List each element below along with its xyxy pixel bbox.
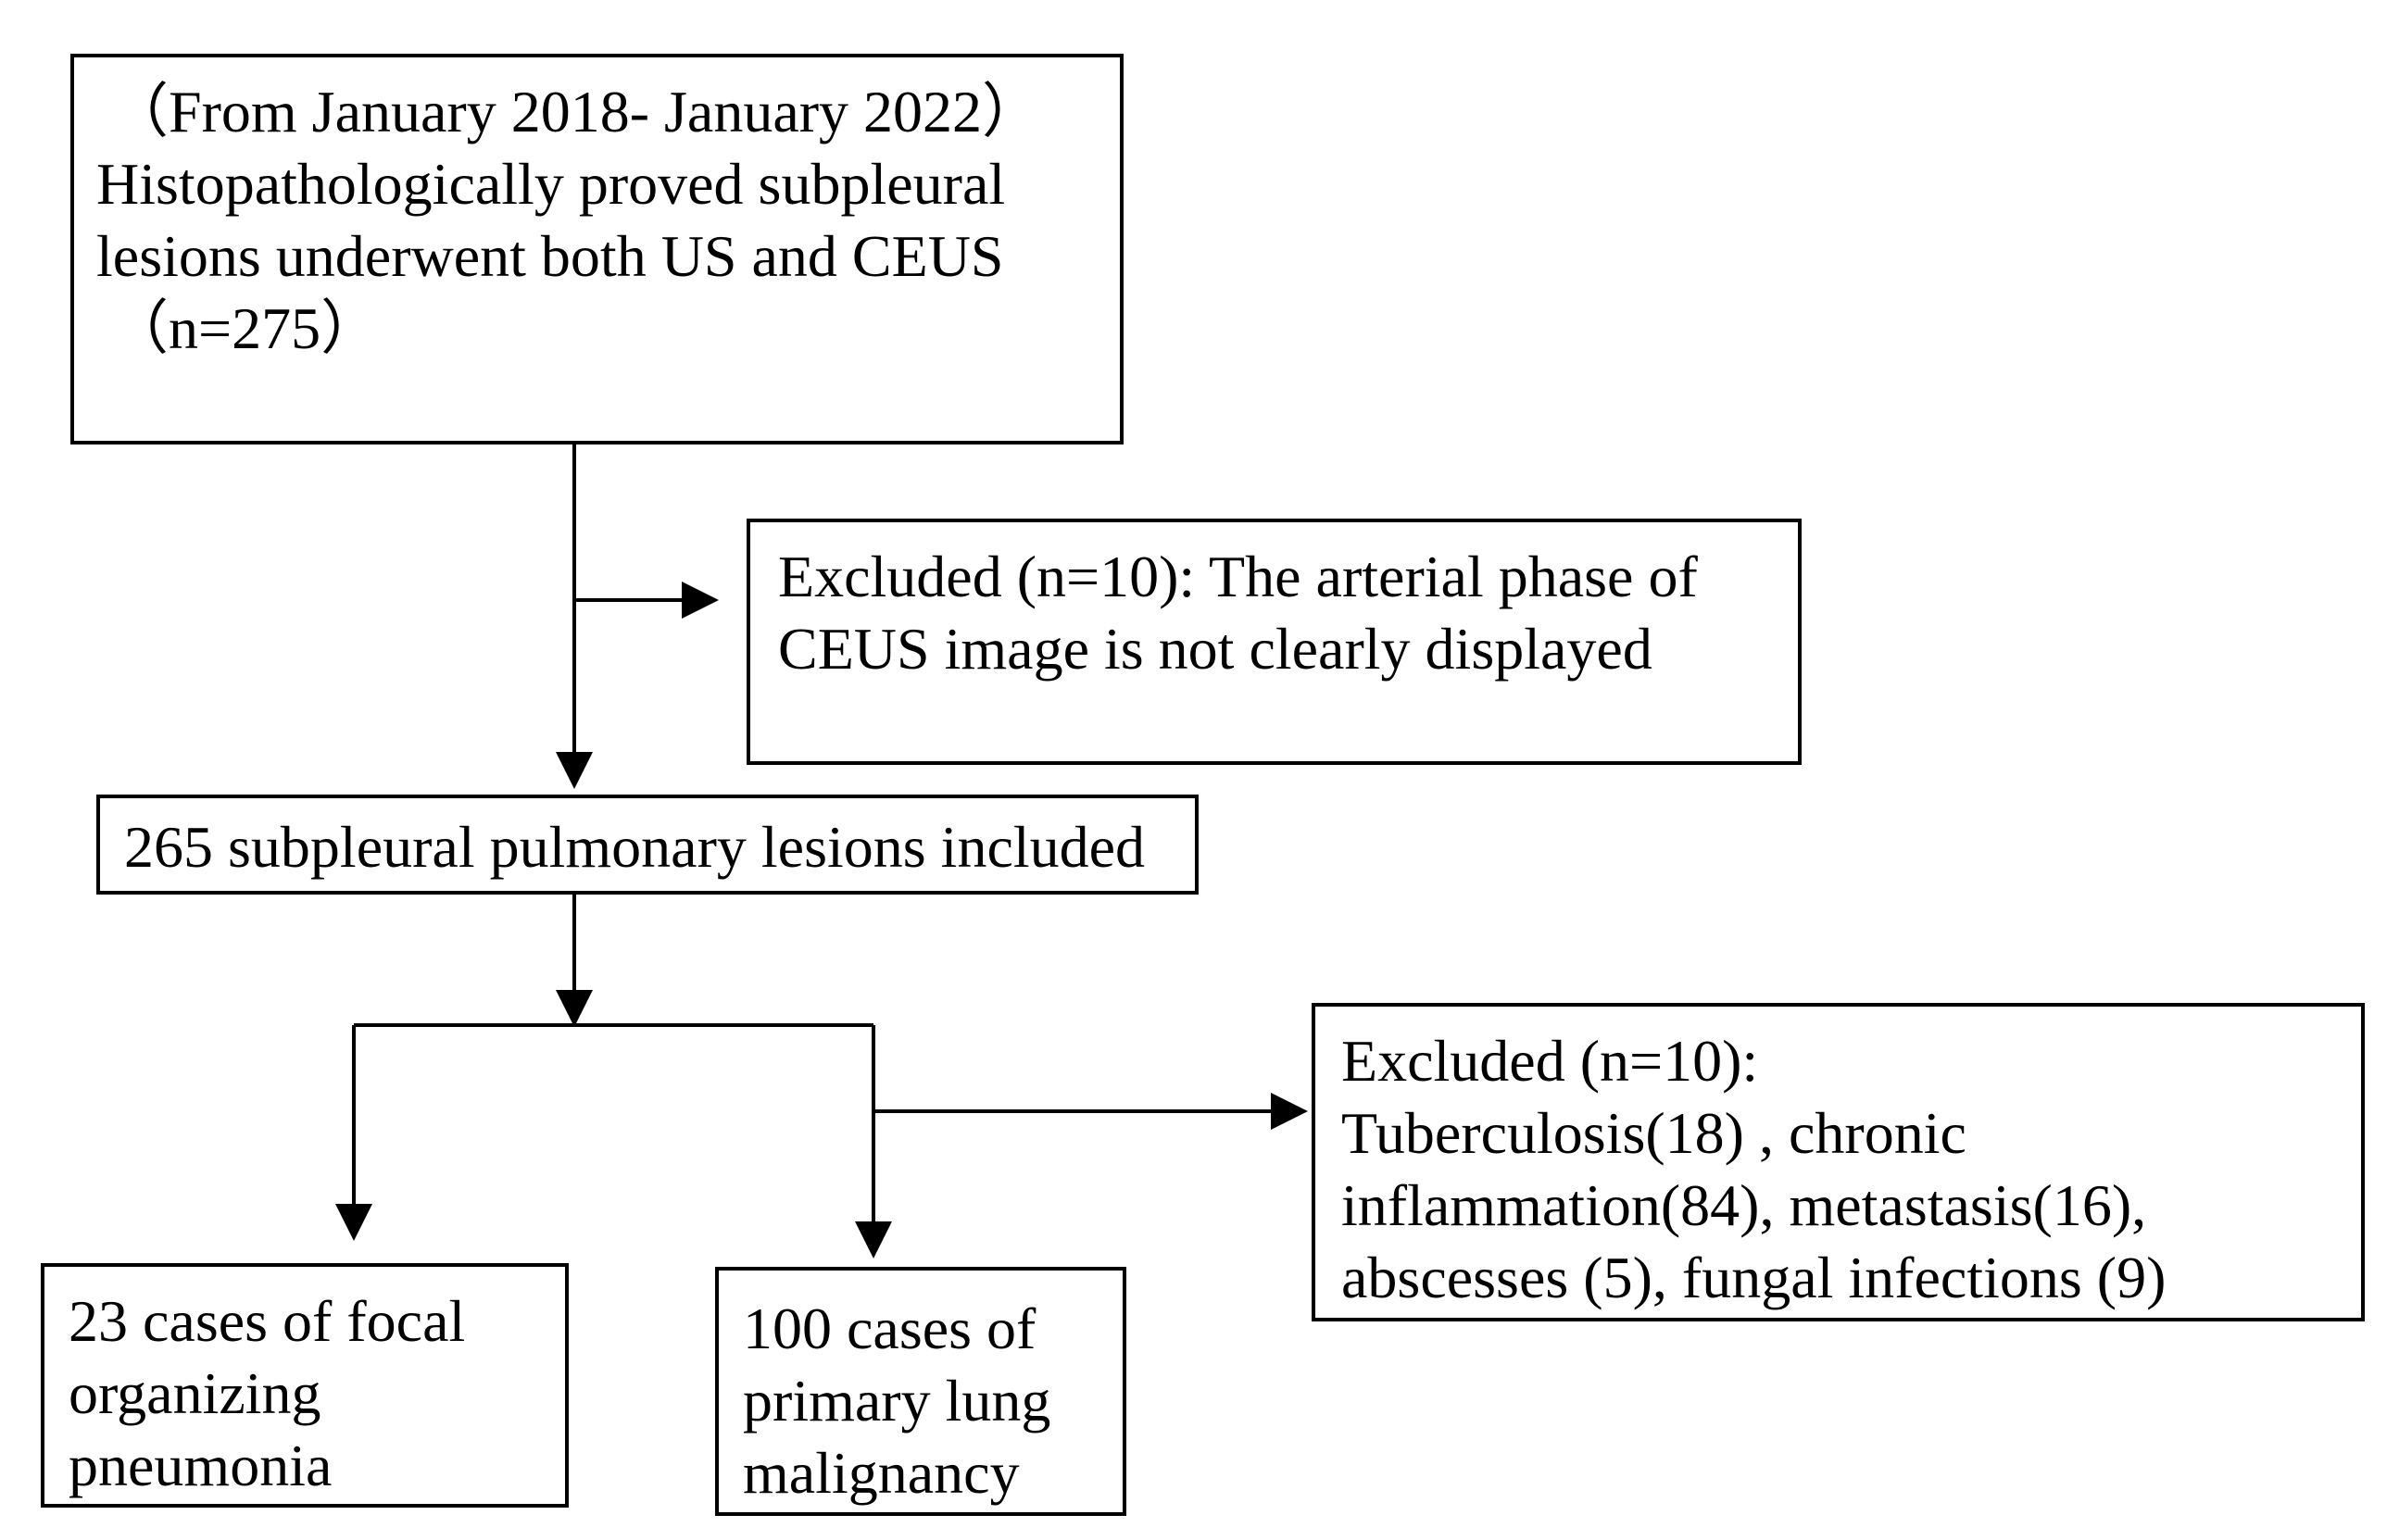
group-box-primary-lung-malignancy: 100 cases of primary lung malignancy — [715, 1267, 1126, 1516]
start-line-2: Histopathologically proved subpleural — [96, 151, 1006, 217]
exclusion-box-1: Excluded (n=10): The arterial phase of C… — [747, 519, 1802, 765]
exclusion1-line-1: Excluded (n=10): The arterial phase of — [778, 544, 1698, 609]
group2-line-3: malignancy — [743, 1440, 1020, 1506]
group1-line-3: pneumonia — [69, 1433, 333, 1498]
start-line-3: lesions underwent both US and CEUS — [96, 223, 1004, 289]
start-line-4: （n=275） — [109, 295, 381, 361]
group2-line-1: 100 cases of — [743, 1296, 1036, 1361]
group-box-focal-organizing-pneumonia: 23 cases of focal organizing pneumonia — [41, 1263, 569, 1508]
exclusion1-line-2: CEUS image is not clearly displayed — [778, 616, 1652, 682]
included-box: 265 subpleural pulmonary lesions include… — [96, 795, 1199, 895]
start-box: （From January 2018- January 2022） Histop… — [70, 54, 1124, 444]
exclusion2-line-1: Excluded (n=10): — [1341, 1028, 1759, 1094]
group1-line-1: 23 cases of focal — [69, 1288, 466, 1354]
exclusion2-line-3: inflammation(84), metastasis(16), — [1341, 1172, 2147, 1238]
exclusion-box-2: Excluded (n=10): Tuberculosis(18) , chro… — [1312, 1003, 2365, 1321]
exclusion2-line-4: abscesses (5), fungal infections (9) — [1341, 1245, 2167, 1310]
group1-line-2: organizing — [69, 1360, 321, 1426]
group2-line-2: primary lung — [743, 1368, 1051, 1434]
exclusion2-line-2: Tuberculosis(18) , chronic — [1341, 1100, 1966, 1166]
included-text: 265 subpleural pulmonary lesions include… — [124, 814, 1146, 880]
start-line-1: （From January 2018- January 2022） — [109, 79, 1042, 144]
